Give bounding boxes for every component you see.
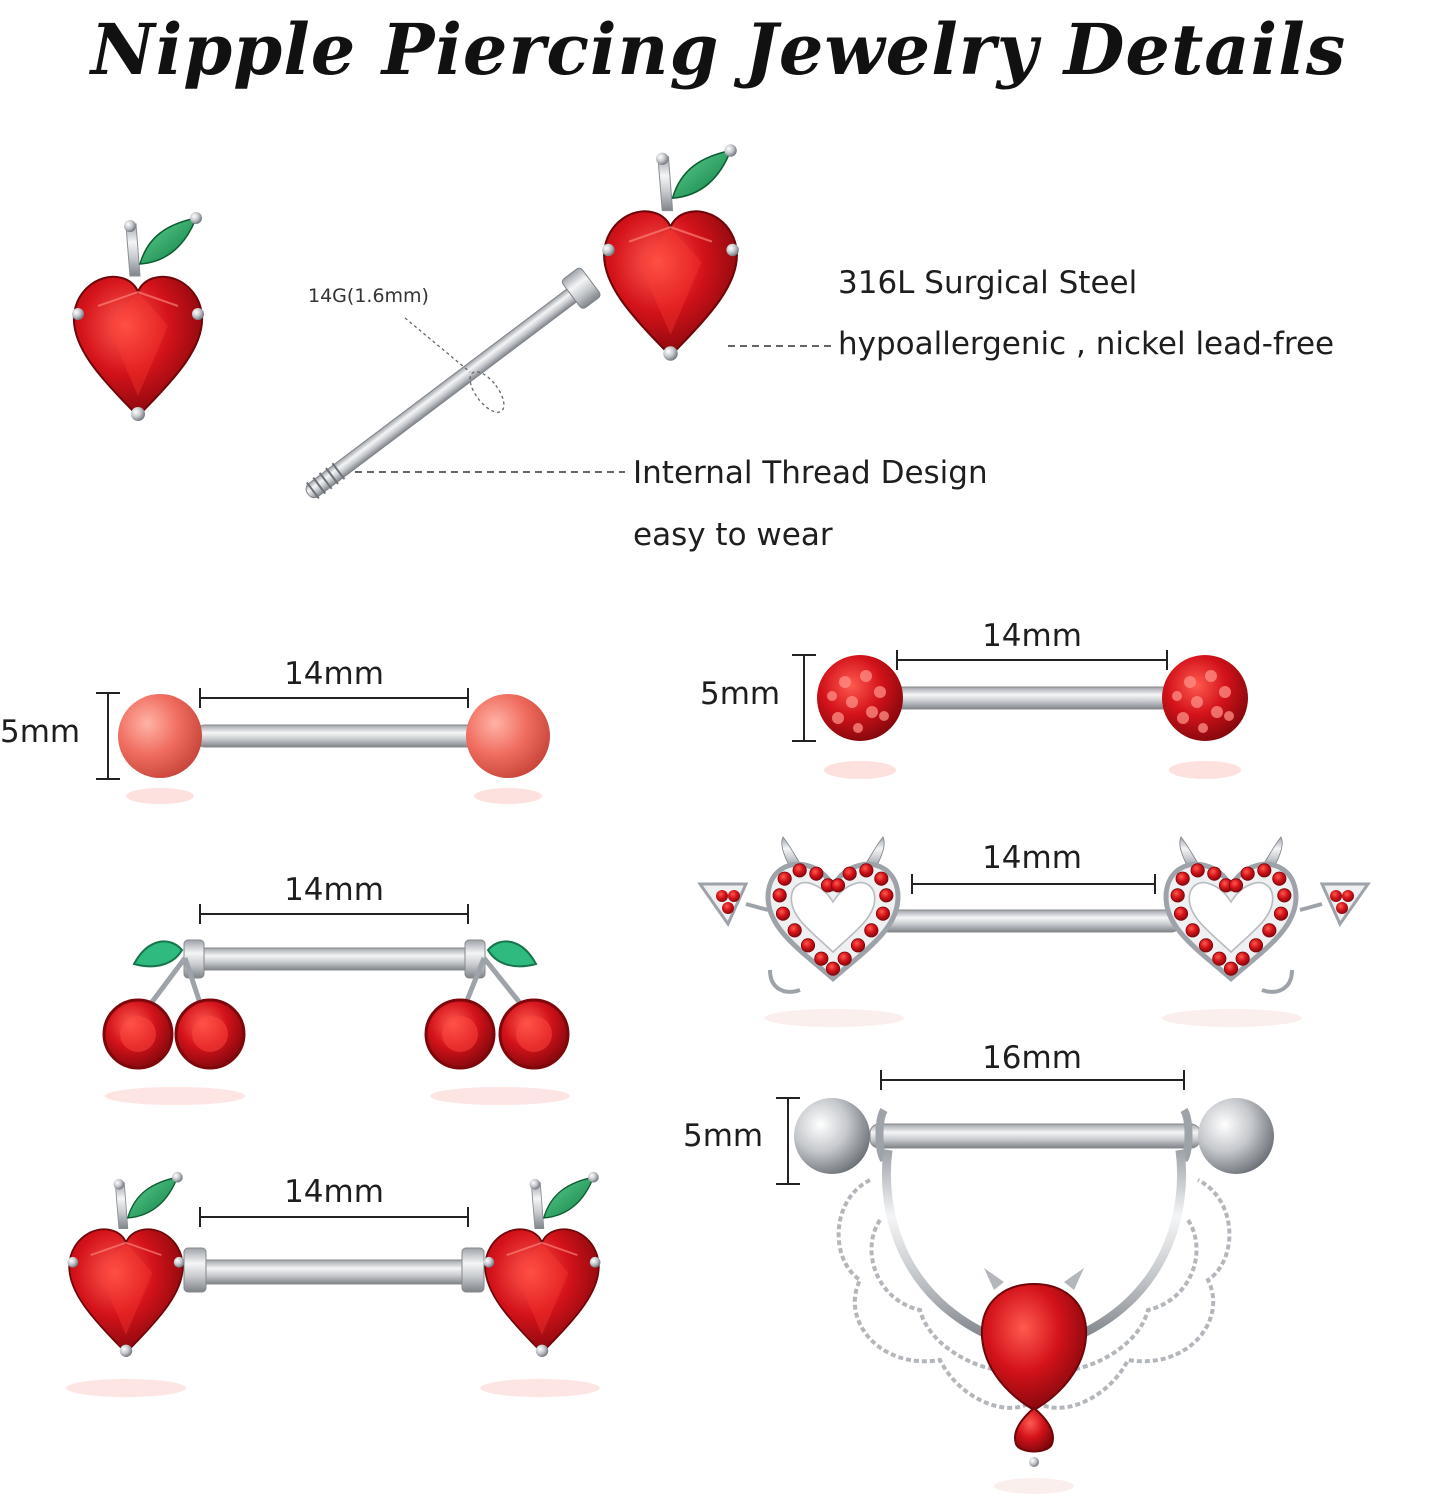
- devil-heart-barbell-length: 14mm: [982, 840, 1082, 876]
- pearl-barbell-length: 14mm: [284, 656, 384, 692]
- pearl-barbell-ball: 5mm: [0, 714, 81, 750]
- shield-barbell-length: 16mm: [982, 1040, 1082, 1076]
- apple-barbell-length: 14mm: [284, 1174, 384, 1210]
- thread-label: Internal Thread Design: [633, 455, 988, 491]
- crystal-barbell-length: 14mm: [982, 618, 1082, 654]
- crystal-barbell-ball: 5mm: [700, 676, 781, 712]
- material-note: hypoallergenic , nickel lead-free: [838, 326, 1335, 362]
- material-label: 316L Surgical Steel: [838, 265, 1138, 301]
- thread-note: easy to wear: [633, 517, 833, 553]
- cherry-barbell-length: 14mm: [284, 872, 384, 908]
- page-title: Nipple Piercing Jewelry Details: [90, 8, 1347, 91]
- gauge-label: 14G(1.6mm): [308, 285, 429, 307]
- shield-barbell-ball: 5mm: [683, 1118, 764, 1154]
